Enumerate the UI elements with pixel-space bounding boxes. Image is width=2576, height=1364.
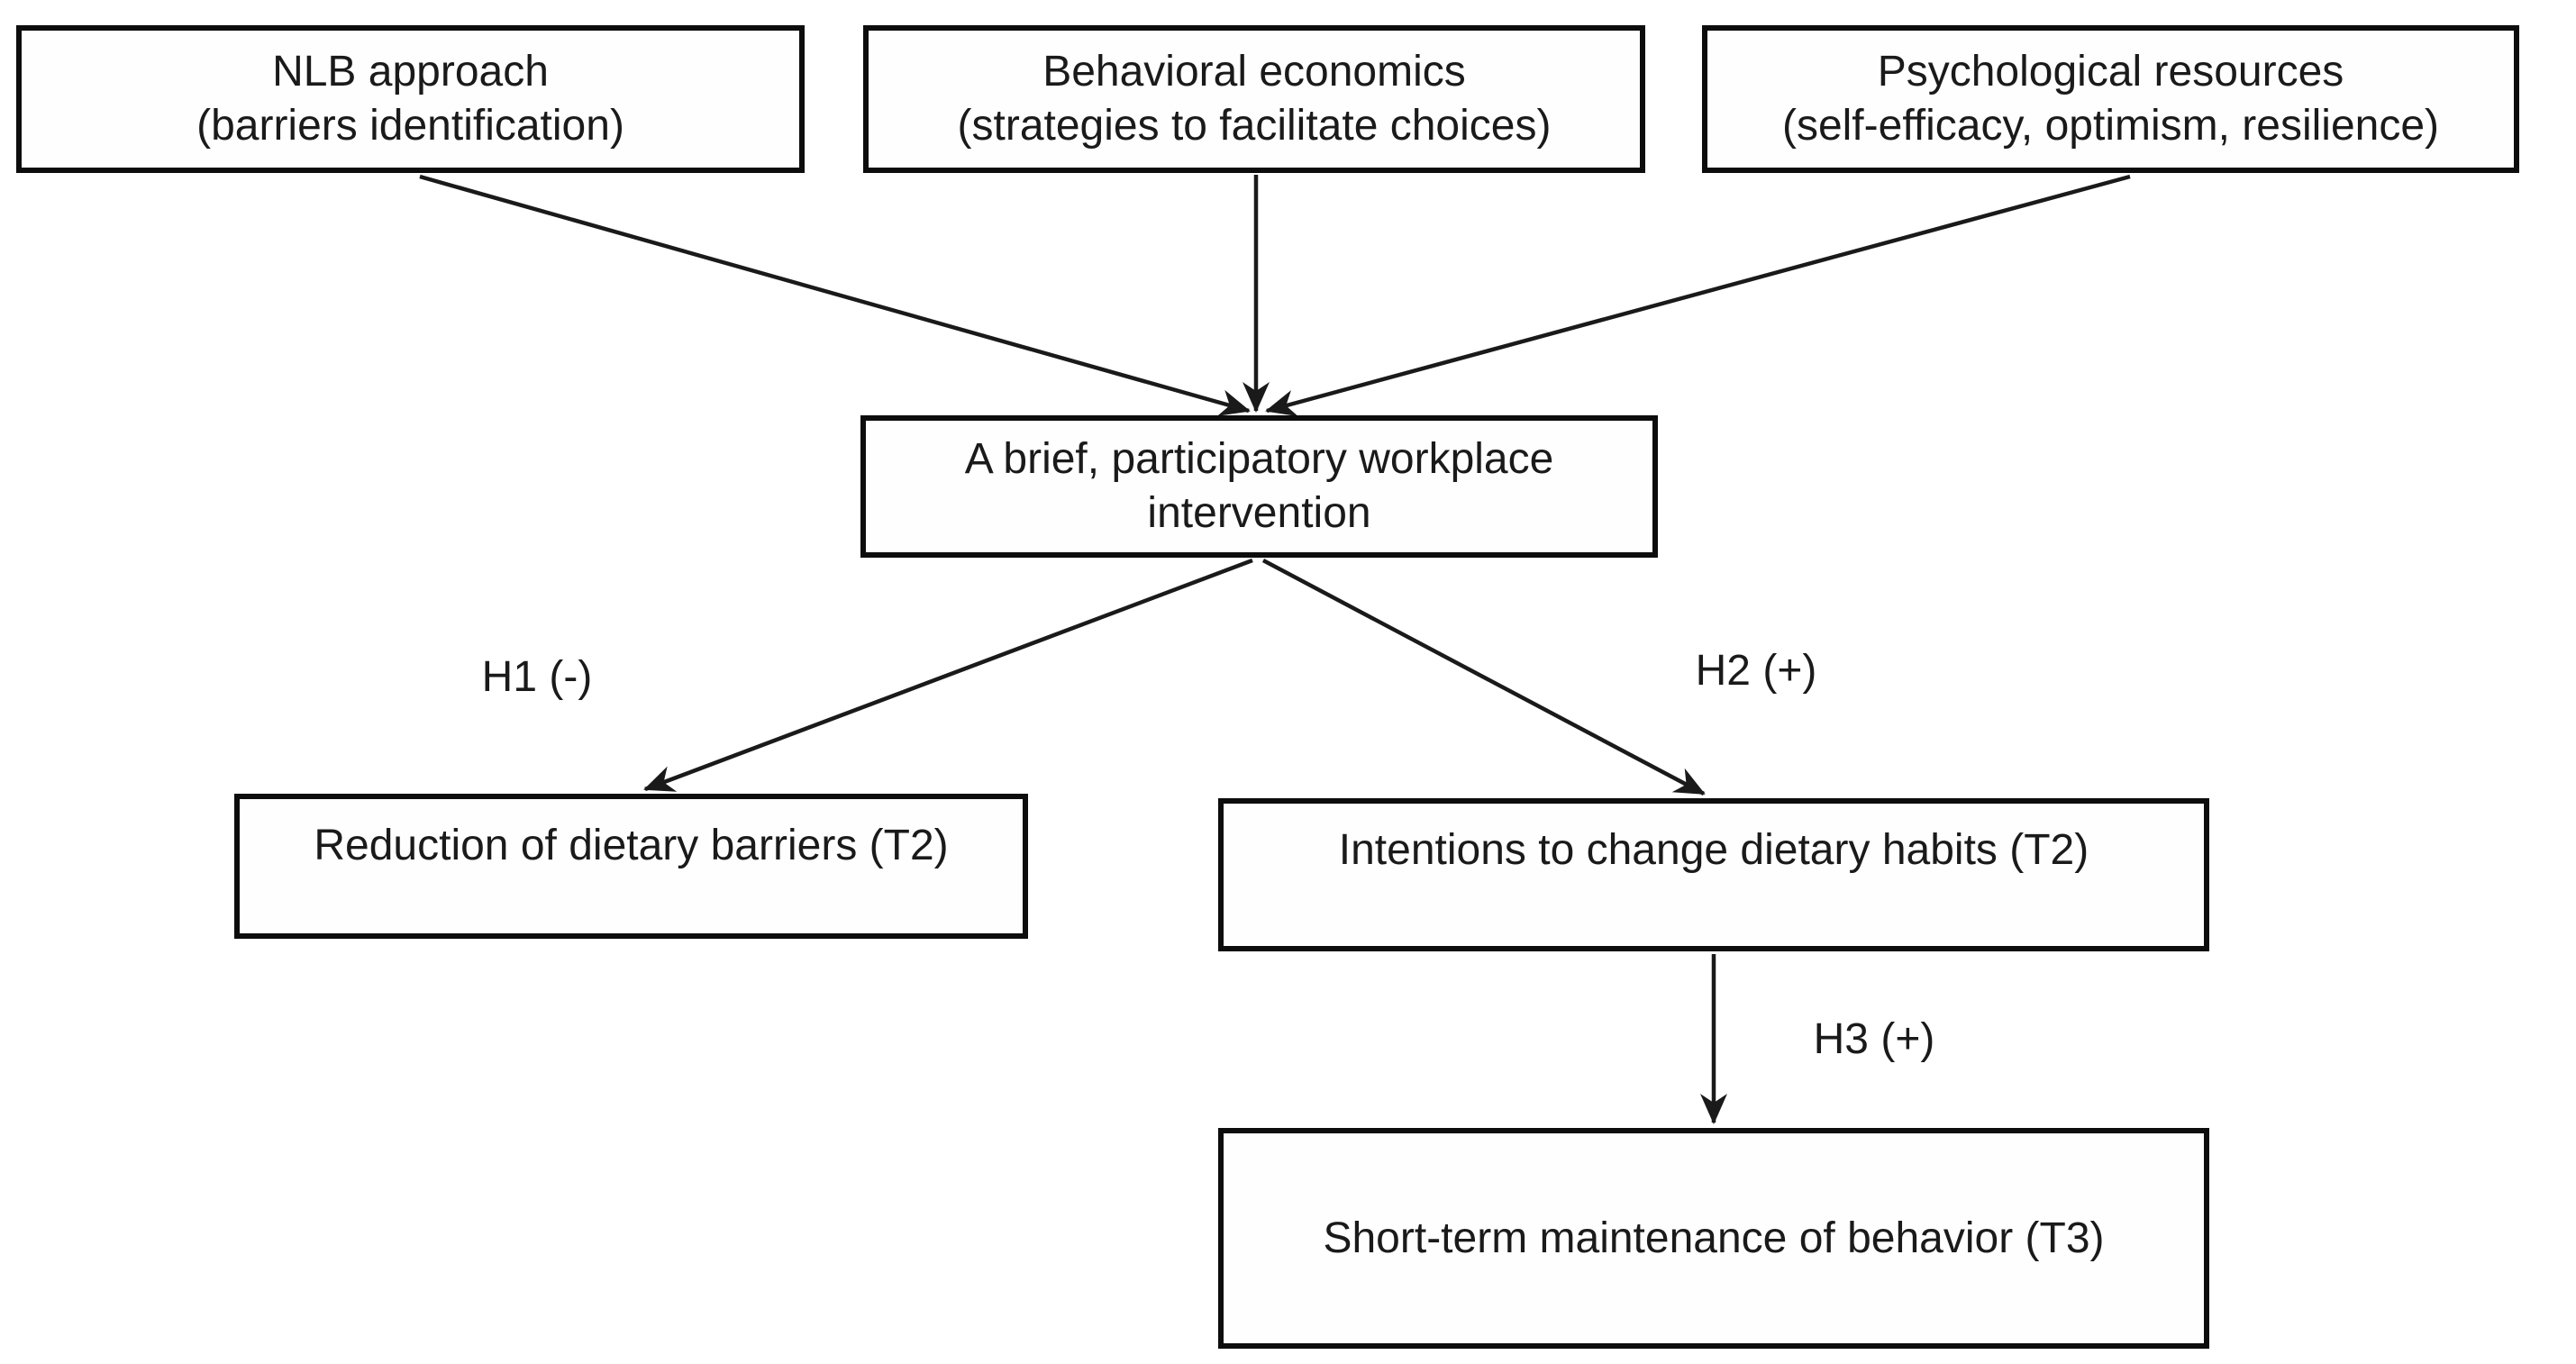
node-nlb-approach-subtitle: (barriers identification) (196, 102, 624, 150)
edge-label-h2: H2 (+) (1695, 647, 1817, 695)
edge-label-h3: H3 (+) (1813, 1015, 1935, 1063)
node-reduction-dietary-barriers: Reduction of dietary barriers (T2) (234, 794, 1028, 939)
node-intentions-change-habits-text: Intentions to change dietary habits (T2) (1338, 826, 2089, 874)
node-behavioral-economics-subtitle: (strategies to facilitate choices) (957, 102, 1552, 150)
edge-label-h1: H1 (-) (481, 653, 593, 701)
arrow-h1-intervention-to-barriers (643, 558, 1253, 792)
node-workplace-intervention-line2: intervention (1147, 489, 1371, 537)
node-intentions-change-habits: Intentions to change dietary habits (T2) (1218, 798, 2209, 951)
node-behavioral-economics: Behavioral economics (strategies to faci… (863, 25, 1645, 173)
node-psychological-resources: Psychological resources (self-efficacy, … (1702, 25, 2519, 173)
node-workplace-intervention-line1: A brief, participatory workplace (964, 435, 1554, 483)
node-short-term-maintenance-text: Short-term maintenance of behavior (T3) (1323, 1214, 2105, 1262)
node-psychological-resources-subtitle: (self-efficacy, optimism, resilience) (1781, 102, 2440, 150)
arrow-psych-to-intervention (1265, 174, 2131, 417)
node-nlb-approach-title: NLB approach (272, 48, 549, 95)
node-psychological-resources-title: Psychological resources (1877, 48, 2344, 95)
node-nlb-approach: NLB approach (barriers identification) (16, 25, 805, 173)
node-behavioral-economics-title: Behavioral economics (1042, 48, 1466, 95)
node-workplace-intervention: A brief, participatory workplace interve… (860, 415, 1658, 558)
node-short-term-maintenance: Short-term maintenance of behavior (T3) (1218, 1128, 2209, 1349)
arrow-nlb-to-intervention (419, 174, 1251, 416)
node-reduction-dietary-barriers-text: Reduction of dietary barriers (T2) (314, 822, 949, 869)
